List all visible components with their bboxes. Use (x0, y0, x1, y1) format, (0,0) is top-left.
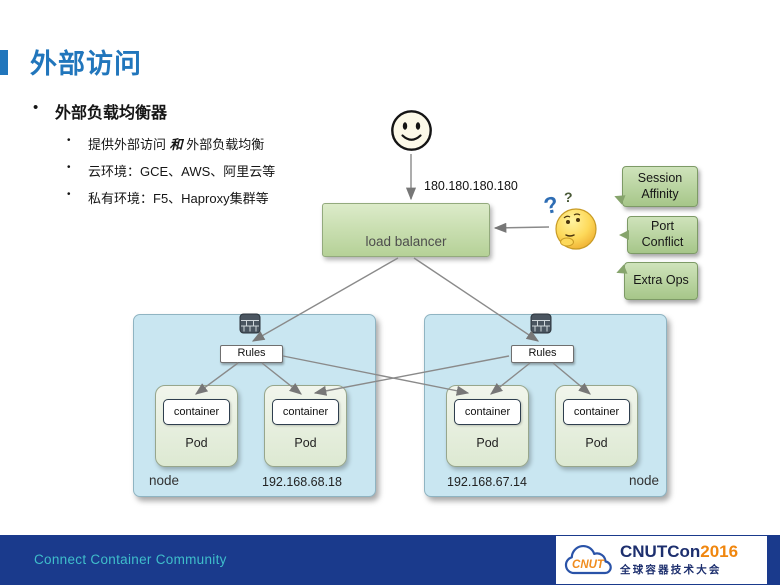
container-box: container (272, 399, 339, 425)
container-label: container (464, 406, 511, 418)
node-label: node (149, 473, 180, 488)
load-balancer-label: load balancer (365, 234, 447, 249)
bullet-text: 云环境：GCE、AWS、阿里云等 (88, 164, 276, 179)
callout-port-conflict: Port Conflict (619, 216, 698, 254)
bullet-text: 私有环境：F5、Haproxy集群等 (88, 191, 269, 206)
container-label: container (282, 406, 329, 418)
question-mark-small: ? (564, 189, 573, 205)
container-label: container (573, 406, 620, 418)
load-balancer-box: load balancer (322, 203, 490, 257)
bullet-text-post: 外部负载均衡 (182, 137, 265, 152)
pod: container Pod (555, 385, 638, 467)
container-label: container (173, 406, 220, 418)
logo-subtitle: 全球容器技术大会 (620, 564, 722, 577)
logo-brand: CNUTCon (620, 541, 701, 561)
user-smiley-icon (390, 109, 433, 152)
client-ip-label: 180.180.180.180 (424, 179, 518, 193)
node-label: node (629, 473, 660, 488)
bullet-level2-private: 私有环境：F5、Haproxy集群等 (67, 188, 269, 207)
logo-brand-line: CNUTCon2016 (620, 541, 739, 562)
bullet-level1-text: 外部负载均衡器 (55, 105, 168, 122)
container-box: container (563, 399, 630, 425)
bullet-text-pre: 提供外部访问 (88, 137, 170, 152)
callout-extra-ops: Extra Ops (624, 262, 698, 300)
logo-year: 2016 (700, 541, 739, 561)
bullet-level1: 外部负载均衡器 (33, 99, 168, 123)
pod: container Pod (264, 385, 347, 467)
bullet-text-emphasis: 和 (169, 137, 183, 152)
node-left: Rules container Pod container Pod node 1… (133, 313, 376, 497)
pod: container Pod (446, 385, 529, 467)
footer-community-text: Connect Container Community (34, 552, 227, 567)
logo-text: CNUTCon2016 全球容器技术大会 (620, 541, 739, 578)
logo-panel: CNUT CNUTCon2016 全球容器技术大会 (556, 536, 767, 584)
container-box: container (454, 399, 521, 425)
firewall-icon (530, 313, 552, 334)
pod: container Pod (155, 385, 238, 467)
cloud-logo-text: CNUT (572, 559, 605, 571)
pod-label: Pod (185, 436, 208, 450)
firewall-icon (239, 313, 261, 334)
title-accent-bar (0, 50, 8, 75)
pod-label: Pod (294, 436, 317, 450)
cnutcon-cloud-logo-icon: CNUT (564, 544, 612, 575)
callout-session-affinity: Session Affinity (622, 166, 698, 207)
rules-box: Rules (220, 345, 283, 363)
thinking-face-icon (553, 206, 599, 252)
callout-label: Session Affinity (637, 170, 683, 201)
callout-label: Extra Ops (633, 273, 689, 288)
pod-label: Pod (476, 436, 499, 450)
node-right: Rules container Pod container Pod 192.16… (424, 313, 667, 497)
node-ip: 192.168.67.14 (447, 475, 527, 489)
page-title: 外部访问 (30, 49, 142, 79)
bullet-level2-access: 提供外部访问 和 外部负载均衡 (67, 134, 265, 153)
pod-label: Pod (585, 436, 608, 450)
callout-label: Port Conflict (641, 219, 684, 249)
rules-box: Rules (511, 345, 574, 363)
bullet-level2-cloud: 云环境：GCE、AWS、阿里云等 (67, 161, 276, 180)
node-ip: 192.168.68.18 (262, 475, 342, 489)
container-box: container (163, 399, 230, 425)
